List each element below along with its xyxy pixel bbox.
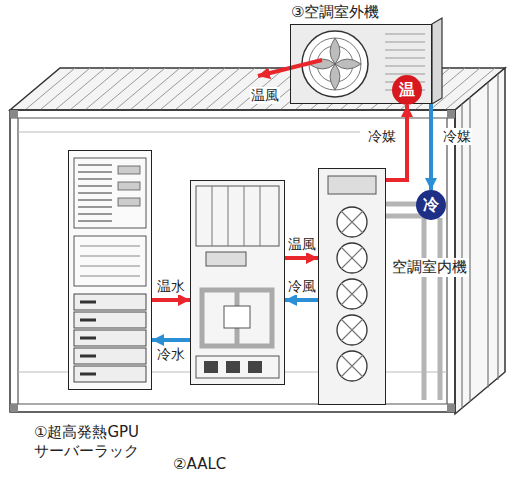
flow-label: 冷媒 xyxy=(367,128,397,145)
flow-arrow xyxy=(152,298,190,302)
rack-slots xyxy=(80,246,140,276)
indoor-display xyxy=(328,176,376,194)
fan-blades xyxy=(341,211,363,377)
aalc-unit: ②AALC xyxy=(190,180,285,385)
unit-label: ③空調室外機 xyxy=(291,3,379,22)
door-bars xyxy=(462,74,498,408)
aalc-piping xyxy=(202,290,272,346)
flow-arrow xyxy=(429,104,433,190)
flow-arrow xyxy=(152,338,190,342)
flow-label: 冷水 xyxy=(156,346,186,363)
unit-label: ②AALC xyxy=(173,455,226,474)
rack-slots xyxy=(78,165,112,221)
flow-arrow xyxy=(285,298,318,302)
corner-casting xyxy=(447,110,455,118)
corner-casting xyxy=(10,404,18,412)
flow-label: 冷媒 xyxy=(442,128,472,145)
aalc-body xyxy=(190,180,285,385)
rack-module xyxy=(118,166,140,174)
unit-label: ①超高発熱GPU サーバーラック xyxy=(34,423,169,461)
aalc-vents xyxy=(204,361,262,373)
aalc-modules xyxy=(212,186,260,246)
aalc-panel xyxy=(196,186,279,246)
hot-refrigerant-circle: 温 xyxy=(392,75,422,105)
air-label: 温風 xyxy=(250,87,280,104)
flow-label: 冷風 xyxy=(287,278,317,295)
refrigerant-pipes xyxy=(386,204,440,400)
indoor-unit: 空調室内機 xyxy=(318,168,386,405)
rack-panel xyxy=(74,158,146,228)
rack-module xyxy=(118,182,140,190)
aalc-display xyxy=(206,252,246,266)
cold-refrigerant-circle: 冷 xyxy=(416,190,446,220)
indoor-unit-body xyxy=(318,168,386,405)
frame-rails xyxy=(10,118,455,404)
gpu-server-rack: ①超高発熱GPU サーバーラック xyxy=(68,150,152,390)
state-symbol: 冷 xyxy=(423,197,439,213)
flow-label: 温風 xyxy=(287,236,317,253)
flow-arrow xyxy=(285,256,318,260)
fan-blades xyxy=(309,38,361,90)
container-end-wall xyxy=(455,68,505,414)
rack-body xyxy=(68,150,152,390)
aalc-pump xyxy=(224,306,250,328)
flow-label: 温水 xyxy=(156,278,186,295)
aalc-base xyxy=(196,356,279,378)
unit-label: 空調室内機 xyxy=(390,258,469,277)
rack-panel xyxy=(74,236,146,286)
container-frame xyxy=(10,110,455,412)
corner-casting xyxy=(10,110,18,118)
fan-grille xyxy=(309,38,361,90)
rack-module xyxy=(118,198,140,206)
corner-casting xyxy=(447,404,455,412)
outdoor-unit-side xyxy=(432,18,442,104)
state-symbol: 温 xyxy=(399,82,415,98)
server-handles xyxy=(80,302,96,374)
